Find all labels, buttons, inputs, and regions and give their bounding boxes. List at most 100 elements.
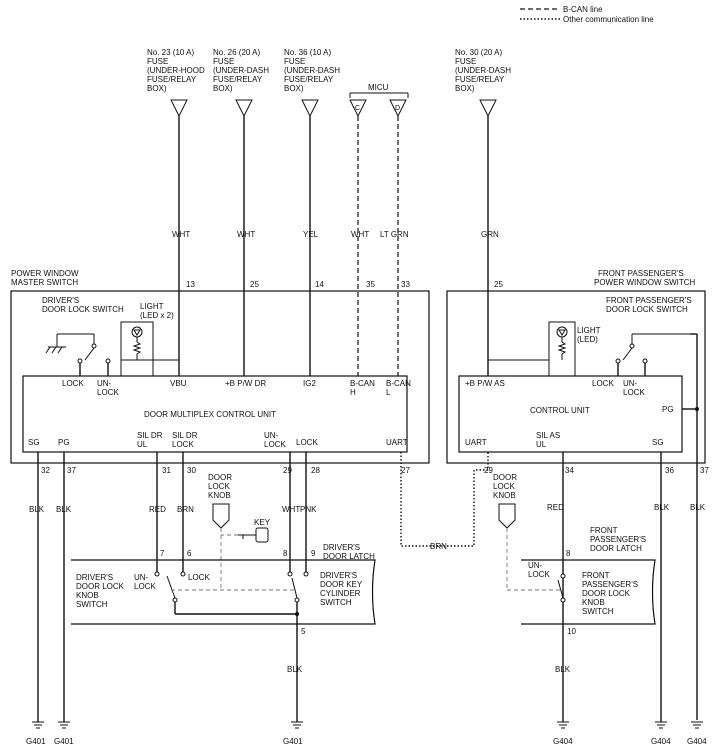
svg-text:BOX): BOX): [213, 84, 233, 93]
driver-key-cylinder-switch: [287, 560, 309, 614]
svg-text:(LED x 2): (LED x 2): [140, 311, 174, 320]
svg-text:DOOR LOCK SWITCH: DOOR LOCK SWITCH: [606, 305, 688, 314]
svg-text:(LED): (LED): [577, 335, 598, 344]
svg-text:BLK: BLK: [690, 503, 706, 512]
svg-text:POWER WINDOW SWITCH: POWER WINDOW SWITCH: [594, 278, 696, 287]
svg-text:VBU: VBU: [170, 379, 187, 388]
svg-text:LOCK: LOCK: [62, 379, 84, 388]
svg-text:33: 33: [401, 280, 410, 289]
svg-text:DRIVER'S: DRIVER'S: [76, 573, 113, 582]
svg-text:DOOR LOCK SWITCH: DOOR LOCK SWITCH: [42, 305, 124, 314]
micu-pin-d: D: [395, 105, 400, 112]
master-bottom-wires: [37, 452, 489, 722]
ground-icon-g404-1: [557, 721, 569, 729]
ground-icon-g401-1: [32, 721, 44, 729]
passenger-bottom-wires: 29 34 36 37 RED BLK BLK: [484, 452, 709, 722]
svg-text:WHT: WHT: [351, 230, 369, 239]
svg-text:FUSE/RELAY: FUSE/RELAY: [147, 75, 197, 84]
svg-text:LOCK: LOCK: [208, 482, 230, 491]
passenger-switch-title: FRONT PASSENGER'S: [598, 269, 684, 278]
svg-text:FRONT: FRONT: [582, 571, 610, 580]
svg-text:PG: PG: [58, 438, 70, 447]
svg-text:32: 32: [41, 466, 50, 475]
passenger-door-latch: FRONT PASSENGER'S DOOR LATCH 8 UN- LOCK …: [507, 526, 656, 674]
svg-text:DRIVER'S: DRIVER'S: [320, 571, 357, 580]
svg-text:FUSE: FUSE: [213, 57, 234, 66]
fuse-label-23: No. 23 (10 A) FUSE (UNDER-HOOD FUSE/RELA…: [147, 48, 205, 93]
svg-text:25: 25: [494, 280, 503, 289]
svg-text:SWITCH: SWITCH: [320, 598, 352, 607]
svg-text:H: H: [350, 388, 356, 397]
svg-text:G401: G401: [26, 737, 46, 746]
svg-text:DOOR: DOOR: [493, 473, 517, 482]
svg-text:FRONT: FRONT: [590, 526, 618, 535]
svg-text:BRN: BRN: [430, 542, 447, 551]
svg-text:DOOR KEY: DOOR KEY: [320, 580, 363, 589]
svg-text:G401: G401: [54, 737, 74, 746]
control-unit-title: DOOR MULTIPLEX CONTROL UNIT: [144, 410, 276, 419]
svg-text:WHT: WHT: [282, 505, 300, 514]
svg-text:9: 9: [311, 549, 316, 558]
svg-text:LOCK: LOCK: [528, 570, 550, 579]
svg-text:YEL: YEL: [303, 230, 319, 239]
ground-icon-g404-2: [655, 721, 667, 729]
svg-text:No. 36 (10 A): No. 36 (10 A): [284, 48, 331, 57]
svg-text:RED: RED: [547, 503, 564, 512]
svg-text:SIL DR: SIL DR: [137, 431, 163, 440]
master-switch-title: POWER WINDOW: [11, 269, 79, 278]
svg-text:DOOR LATCH: DOOR LATCH: [323, 552, 375, 561]
svg-text:LT GRN: LT GRN: [380, 230, 409, 239]
svg-text:B-CAN: B-CAN: [386, 379, 411, 388]
legend-other-label: Other communication line: [563, 15, 654, 24]
svg-text:G404: G404: [553, 737, 573, 746]
svg-text:25: 25: [250, 280, 259, 289]
svg-text:30: 30: [187, 466, 196, 475]
passenger-light-led-icon: [488, 321, 576, 377]
key-icon: KEY: [221, 518, 271, 543]
svg-text:IG2: IG2: [303, 379, 316, 388]
svg-text:LOCK: LOCK: [188, 573, 210, 582]
passenger-control-unit-title: CONTROL UNIT: [530, 406, 590, 415]
master-switch: POWER WINDOW MASTER SWITCH DRIVER'S DOOR…: [10, 269, 430, 464]
passenger-door-lock-knob: DOOR LOCK KNOB: [493, 473, 517, 590]
svg-text:LOCK: LOCK: [264, 440, 286, 449]
svg-text:LOCK: LOCK: [172, 440, 194, 449]
svg-text:DOOR LOCK: DOOR LOCK: [76, 582, 125, 591]
driver-knob-switch: [154, 560, 186, 614]
master-bottom-wire-colors: BLK BLK RED BRN WHT PNK BRN: [29, 505, 447, 551]
master-bottom-pins: 32 37 31 30 29 28 27: [41, 466, 410, 475]
svg-text:10: 10: [567, 627, 576, 636]
svg-text:UN-: UN-: [264, 431, 279, 440]
ground-symbols: [32, 721, 703, 729]
svg-text:DOOR: DOOR: [208, 473, 232, 482]
svg-text:BLK: BLK: [29, 505, 45, 514]
ground-icon-g404-3: [691, 721, 703, 729]
svg-text:29: 29: [283, 466, 292, 475]
svg-text:UL: UL: [536, 440, 547, 449]
svg-text:(UNDER-DASH: (UNDER-DASH: [213, 66, 269, 75]
svg-text:35: 35: [366, 280, 375, 289]
svg-text:34: 34: [565, 466, 574, 475]
ground-icon-g401-3: [291, 721, 303, 729]
svg-text:DRIVER'S: DRIVER'S: [323, 543, 360, 552]
fuse-label-30: No. 30 (20 A) FUSE (UNDER-DASH FUSE/RELA…: [455, 48, 511, 93]
top-wires: [178, 116, 489, 376]
svg-text:7: 7: [160, 549, 165, 558]
svg-text:KNOB: KNOB: [208, 491, 231, 500]
svg-text:LOCK: LOCK: [134, 582, 156, 591]
svg-text:8: 8: [566, 549, 571, 558]
svg-text:MASTER SWITCH: MASTER SWITCH: [11, 278, 78, 287]
svg-text:BLK: BLK: [555, 665, 571, 674]
passenger-door-lock-switch-label: FRONT PASSENGER'S: [606, 296, 692, 305]
fuse-label-36: No. 36 (10 A) FUSE (UNDER-DASH FUSE/RELA…: [284, 48, 340, 93]
svg-text:PASSENGER'S: PASSENGER'S: [590, 535, 646, 544]
svg-text:WHT: WHT: [237, 230, 255, 239]
svg-text:UN-: UN-: [623, 379, 638, 388]
svg-text:LOCK: LOCK: [493, 482, 515, 491]
svg-text:FUSE/RELAY: FUSE/RELAY: [284, 75, 334, 84]
driver-door-lock-switch: [45, 333, 111, 376]
door-multiplex-control-unit: [22, 375, 408, 453]
svg-text:No. 30 (20 A): No. 30 (20 A): [455, 48, 502, 57]
svg-text:(UNDER-DASH: (UNDER-DASH: [455, 66, 511, 75]
svg-text:FUSE/RELAY: FUSE/RELAY: [455, 75, 505, 84]
